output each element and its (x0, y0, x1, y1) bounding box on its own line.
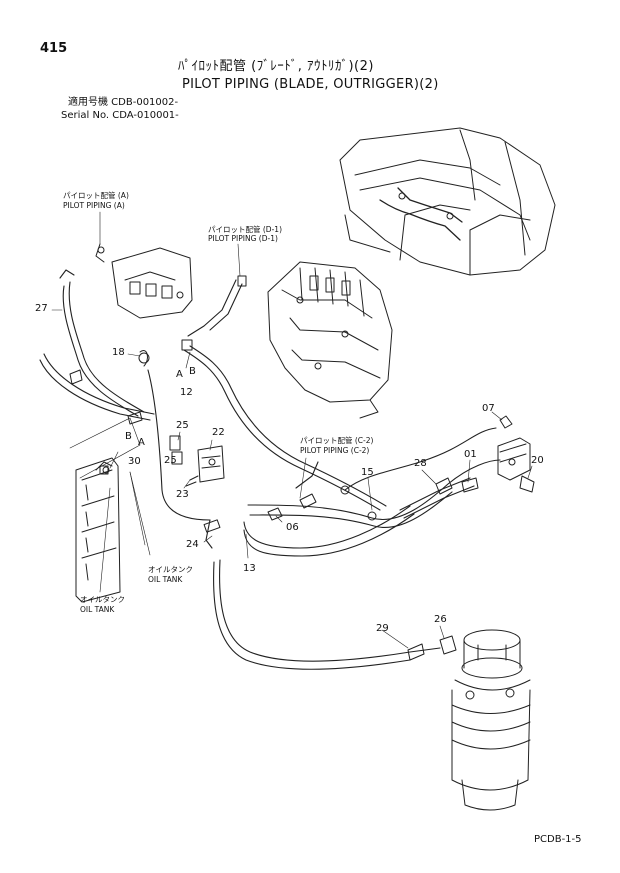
callout-oil-tank-jp-1: オイルタンク (148, 565, 193, 574)
part-number-24: 24 (186, 539, 199, 550)
part-number-28: 28 (414, 458, 427, 469)
callout-oil-tank-en-1: OIL TANK (148, 575, 183, 584)
callout-oil-tank-jp-2: オイルタンク (80, 595, 125, 604)
document-code: PCDB-1-5 (534, 834, 582, 845)
part-number-15: 15 (361, 467, 374, 478)
part-number-01: 01 (464, 449, 477, 460)
callout-pilot-a-en: PILOT PIPING (A) (63, 201, 125, 210)
leader-lines (51, 211, 533, 649)
callout-pilot-c2-en: PILOT PIPING (C-2) (300, 446, 370, 455)
port-label-a-upper: A (176, 369, 183, 380)
page-number: 415 (40, 41, 68, 56)
part-number-25-upper: 25 (176, 420, 189, 431)
part-number-12: 12 (180, 387, 193, 398)
part-number-06: 06 (286, 522, 299, 533)
part-number-27: 27 (35, 303, 48, 314)
hoses (39, 269, 501, 670)
oil-tank-bracket (75, 457, 121, 603)
callout-pilot-d1-en: PILOT PIPING (D-1) (208, 234, 278, 243)
part-number-30: 30 (128, 456, 141, 467)
callout-pilot-c2-jp: パイロット配管 (C-2) (300, 436, 374, 445)
serial-number: Serial No. CDA-010001- (61, 110, 179, 121)
part-number-07: 07 (482, 403, 495, 414)
callout-pilot-a-jp: パイロット配管 (A) (63, 191, 129, 200)
part-number-29: 29 (376, 623, 389, 634)
part-number-23: 23 (176, 489, 189, 500)
part-number-18: 18 (112, 347, 125, 358)
pilot-valve-block (95, 243, 193, 319)
swivel-joint (451, 629, 531, 811)
title-english: PILOT PIPING (BLADE, OUTRIGGER)(2) (182, 77, 439, 92)
part-number-26: 26 (434, 614, 447, 625)
machine-body (339, 127, 556, 276)
callout-pilot-d1-jp: パイロット配管 (D-1) (208, 225, 282, 234)
part-number-22: 22 (212, 427, 225, 438)
part-number-25-lower: 25 (164, 455, 177, 466)
right-manifold (461, 415, 535, 493)
part-number-20: 20 (531, 455, 544, 466)
port-label-b-upper: B (189, 366, 196, 377)
title-japanese: ﾊﾟｲﾛｯﾄ配管 (ﾌﾞﾚｰﾄﾞ, ｱｳﾄﾘｶﾞ)(2) (178, 59, 374, 74)
part-number-13: 13 (243, 563, 256, 574)
callout-oil-tank-en-2: OIL TANK (80, 605, 115, 614)
port-label-a-lower: A (138, 437, 145, 448)
fittings (69, 275, 457, 661)
applicable-model: 適用号機 CDB-001002- (68, 97, 179, 108)
port-label-b-lower: B (125, 431, 132, 442)
control-valve (267, 261, 393, 419)
